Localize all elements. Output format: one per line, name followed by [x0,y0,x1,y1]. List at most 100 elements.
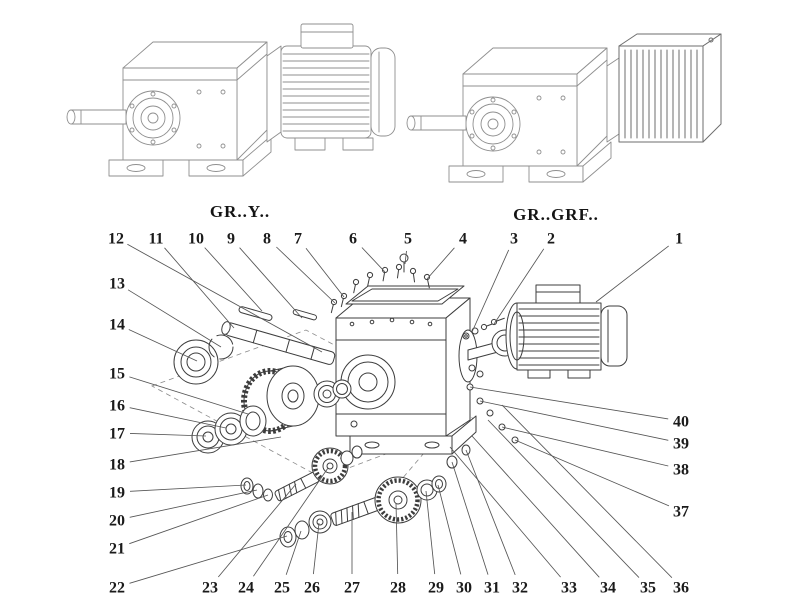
leader-line-25 [285,530,302,575]
callout-33: 33 [561,580,577,597]
top-cover-and-bolts [328,253,465,314]
leader-line-39 [479,400,669,441]
leader-line-18 [129,436,282,463]
shaft-key-short [292,309,317,321]
leader-line-21 [129,494,269,545]
leader-line-10 [204,247,263,312]
intermediate-gear [311,447,349,485]
leader-line-22 [129,535,288,584]
output-pinion-assembly [279,444,471,548]
callout-4: 4 [459,231,467,248]
leader-line-29 [425,490,436,575]
callout-24: 24 [238,580,254,597]
bearing [308,510,332,534]
circlip [208,334,234,360]
callout-15: 15 [109,366,125,383]
callout-2: 2 [547,231,555,248]
leader-line-16 [129,407,227,429]
gearmotor-isometric-gr-y [66,23,396,177]
first-stage-gear [241,365,352,434]
gearbox-housing [335,297,499,455]
callout-19: 19 [109,485,125,502]
callout-26: 26 [304,580,320,597]
callout-7: 7 [294,231,302,248]
vent-plug [399,253,409,273]
callout-14: 14 [109,317,125,334]
callout-27: 27 [344,580,360,597]
leader-line-24 [253,467,329,577]
right-fastener-dots [466,383,519,444]
leader-line-5 [404,250,407,265]
fan-cover [600,305,628,367]
callout-23: 23 [202,580,218,597]
leader-line-7 [305,248,345,298]
leader-line-8 [276,246,336,304]
callout-30: 30 [456,580,472,597]
callout-8: 8 [263,231,271,248]
leader-line-30 [437,484,462,575]
callout-18: 18 [109,457,125,474]
leader-line-6 [361,247,386,273]
callout-40: 40 [673,414,689,431]
callout-11: 11 [148,231,163,248]
variant-label-left: GR..Y.. [210,202,270,221]
leader-line-17 [129,432,207,437]
callout-29: 29 [428,580,444,597]
shaft-key-long [238,306,273,321]
leader-line-19 [129,484,247,492]
output-gear [374,476,422,524]
callout-34: 34 [600,580,616,597]
leader-line-11 [164,247,235,329]
callout-12: 12 [108,231,124,248]
oil-seal [173,339,219,385]
callout-28: 28 [390,580,406,597]
motor [505,284,628,379]
leader-line-36 [501,404,673,578]
leader-line-4 [426,247,455,280]
leader-line-20 [129,489,258,518]
terminal-box [535,284,581,304]
motor-foot-mounted [266,23,396,151]
leader-line-2 [493,248,545,325]
callout-13: 13 [109,276,125,293]
callout-17: 17 [109,426,125,443]
leader-line-13 [127,289,222,348]
leader-line-1 [595,245,669,303]
callout-38: 38 [673,462,689,479]
callout-22: 22 [109,580,125,597]
intermediate-shaft-assembly [240,445,363,502]
callout-3: 3 [510,231,518,248]
callout-9: 9 [227,231,235,248]
exploded-view [151,253,628,548]
callout-6: 6 [349,231,357,248]
callout-10: 10 [188,231,204,248]
leader-line-3 [471,249,510,333]
leader-line-33 [449,446,561,578]
leader-line-31 [451,461,489,575]
retaining-ring [332,379,352,399]
spacer-sleeve [239,405,267,437]
seal-and-circlip [173,334,234,385]
callout-21: 21 [109,541,125,558]
callout-5: 5 [404,231,412,248]
leader-line-15 [129,376,249,415]
callout-31: 31 [484,580,500,597]
callout-35: 35 [640,580,656,597]
callout-16: 16 [109,398,125,415]
leader-line-23 [217,483,297,578]
compact-finned-unit [606,33,722,143]
callout-20: 20 [109,513,125,530]
callout-32: 32 [512,580,528,597]
leader-line-14 [128,329,198,362]
leader-line-12 [127,243,323,353]
callout-37: 37 [673,504,689,521]
leader-line-37 [514,439,670,507]
callout-1: 1 [675,231,683,248]
leader-line-26 [312,522,320,575]
output-shaft [221,306,336,365]
alignment-guides [151,329,477,501]
callout-36: 36 [673,580,689,597]
leader-line-9 [239,247,303,319]
